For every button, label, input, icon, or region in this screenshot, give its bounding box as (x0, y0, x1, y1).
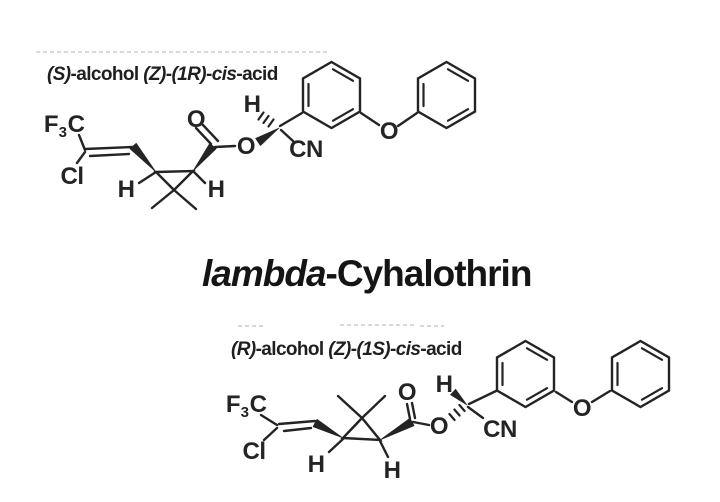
atom-h-label: H (308, 451, 325, 478)
bottom-hash-bond-to-o (448, 403, 466, 422)
compound-title: lambda-Cyhalothrin (202, 253, 533, 295)
scan-artifact-lines (36, 51, 444, 327)
bottom-atom-labels: F 3 C Cl H H O O H CN O (226, 371, 592, 484)
bottom-phenyl-ring (610, 339, 671, 409)
top-structure-label: (S)-alcohol (Z)-(1R)-cis-acid (47, 64, 278, 86)
atom-phenoxy-o-label: O (573, 395, 591, 422)
atom-f-label: F (226, 391, 240, 418)
atom-ester-o-label: O (430, 413, 448, 440)
top-atom-labels: F 3 C Cl H H O O H CN O (44, 91, 399, 203)
label-part: -alcohol (70, 64, 144, 85)
atom-cn-label: CN (483, 416, 517, 443)
top-phenyl-ring-double-bonds (422, 68, 470, 122)
atom-h-label: H (208, 176, 225, 203)
scan-artifact-line (238, 324, 444, 327)
atom-cl-label: Cl (61, 163, 84, 190)
atom-carbonyl-o-label: O (398, 379, 416, 406)
label-part: (Z) (143, 64, 166, 85)
top-hash-bond-to-h (257, 111, 275, 128)
label-part: - (390, 339, 396, 360)
label-part: - (206, 64, 212, 85)
top-phenyl-ring (416, 60, 477, 130)
top-wedge-bonds (129, 127, 280, 173)
atom-cn-label: CN (289, 136, 323, 163)
top-phenoxyphenyl-ring-double-bonds (307, 68, 355, 122)
compound-title-rest: -Cyhalothrin (325, 253, 533, 294)
atom-f-subscript: 3 (59, 124, 67, 141)
structure-top: F 3 C Cl H H O O H CN O (44, 60, 477, 211)
label-part: cis (211, 64, 237, 85)
bottom-phenoxyphenyl-ring (495, 339, 556, 409)
atom-h-label: H (118, 176, 135, 203)
atom-f-label: F (44, 111, 58, 138)
label-part: cis (395, 339, 421, 360)
atom-c-label: C (68, 111, 85, 138)
atom-h-label: H (384, 457, 401, 484)
label-part: - (165, 64, 172, 85)
top-skeleton-bonds (75, 111, 419, 211)
atom-cl-label: Cl (243, 438, 266, 465)
atom-c-label: C (250, 391, 267, 418)
atom-phenoxy-o-label: O (380, 118, 398, 145)
bottom-structure-label: (R)-alcohol (Z)-(1S)-cis-acid (231, 339, 462, 361)
bottom-phenoxyphenyl-ring-double-bonds (501, 347, 549, 401)
structure-bottom: F 3 C Cl H H O O H CN O (226, 339, 671, 484)
label-part: -acid (420, 339, 462, 360)
label-part: (R) (231, 339, 256, 360)
label-part: (1S) (356, 339, 391, 360)
atom-ester-o-label: O (237, 133, 255, 160)
label-part: (Z) (328, 339, 351, 360)
bottom-wedge-bonds (312, 388, 468, 441)
atom-f-subscript: 3 (241, 404, 249, 421)
label-part: (1R) (171, 64, 206, 85)
label-part: -alcohol (255, 339, 329, 360)
atom-carbonyl-o-label: O (187, 106, 205, 133)
bottom-skeleton-bonds (259, 389, 612, 459)
atom-h-label: H (244, 91, 261, 118)
label-part: -acid (236, 64, 278, 85)
compound-title-italic: lambda (202, 253, 327, 294)
label-part: (S) (47, 64, 71, 85)
atom-h-label: H (436, 371, 453, 398)
bottom-phenyl-ring-double-bonds (616, 347, 664, 401)
top-phenoxyphenyl-ring (301, 60, 362, 130)
label-part: - (350, 339, 357, 360)
